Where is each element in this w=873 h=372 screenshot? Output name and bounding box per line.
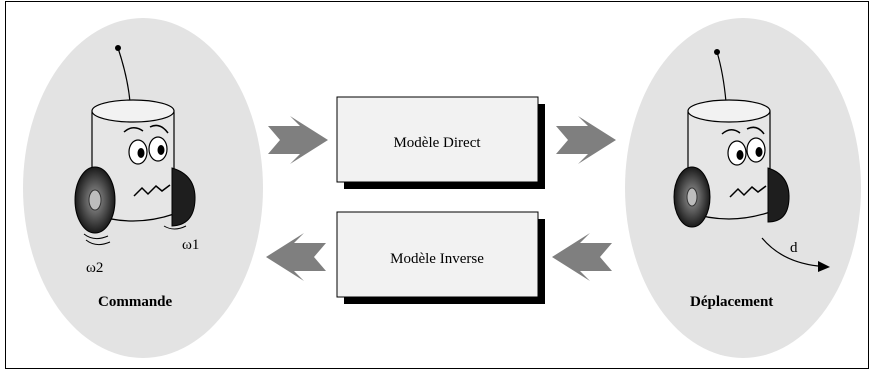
arrow-out-direct [556, 116, 616, 164]
inverse-box [336, 211, 539, 298]
left-robot-right-wheel [171, 167, 196, 227]
direct-box-label: Modèle Direct [393, 135, 481, 151]
left-brow-left [123, 127, 144, 133]
left-robot-top [91, 99, 175, 123]
diagram-frame [5, 1, 869, 369]
right-mouth [729, 185, 767, 198]
left-wheel-hub [88, 189, 102, 211]
right-robot-group: d Déplacement [625, 18, 861, 358]
right-brow-right [746, 126, 765, 135]
arrow-in-inverse [552, 233, 612, 281]
right-pupil-left [736, 150, 744, 160]
left-pupil-right [157, 145, 165, 155]
left-robot-group: ω2 ω1 Commande [23, 18, 263, 358]
left-antenna-tip [115, 45, 121, 51]
left-rotation-mark-1 [83, 233, 109, 240]
direct-box [336, 96, 539, 183]
distance-arrow [761, 237, 819, 267]
arrow-in-direct [268, 116, 328, 164]
right-antenna-tip [714, 49, 720, 55]
left-pupil-left [137, 148, 145, 158]
right-robot-far-wheel [767, 167, 790, 223]
omega1-label: ω1 [182, 237, 199, 253]
inverse-box-label: Modèle Inverse [390, 251, 484, 267]
left-antenna [117, 47, 131, 103]
left-rotation-mark-2 [85, 239, 111, 246]
arrow-out-inverse [266, 233, 326, 281]
right-robot-top [687, 99, 771, 123]
omega2-label: ω2 [86, 260, 103, 276]
commande-caption: Commande [98, 294, 173, 310]
left-brow-right [149, 124, 169, 134]
distance-label: d [790, 240, 798, 256]
deplacement-caption: Déplacement [690, 294, 773, 310]
right-brow-left [721, 129, 741, 135]
right-rotation-mark-1 [163, 225, 187, 230]
left-mouth [133, 184, 171, 197]
right-wheel-hub [686, 187, 698, 207]
distance-arrowhead [818, 261, 830, 272]
right-pupil-right [755, 147, 763, 157]
